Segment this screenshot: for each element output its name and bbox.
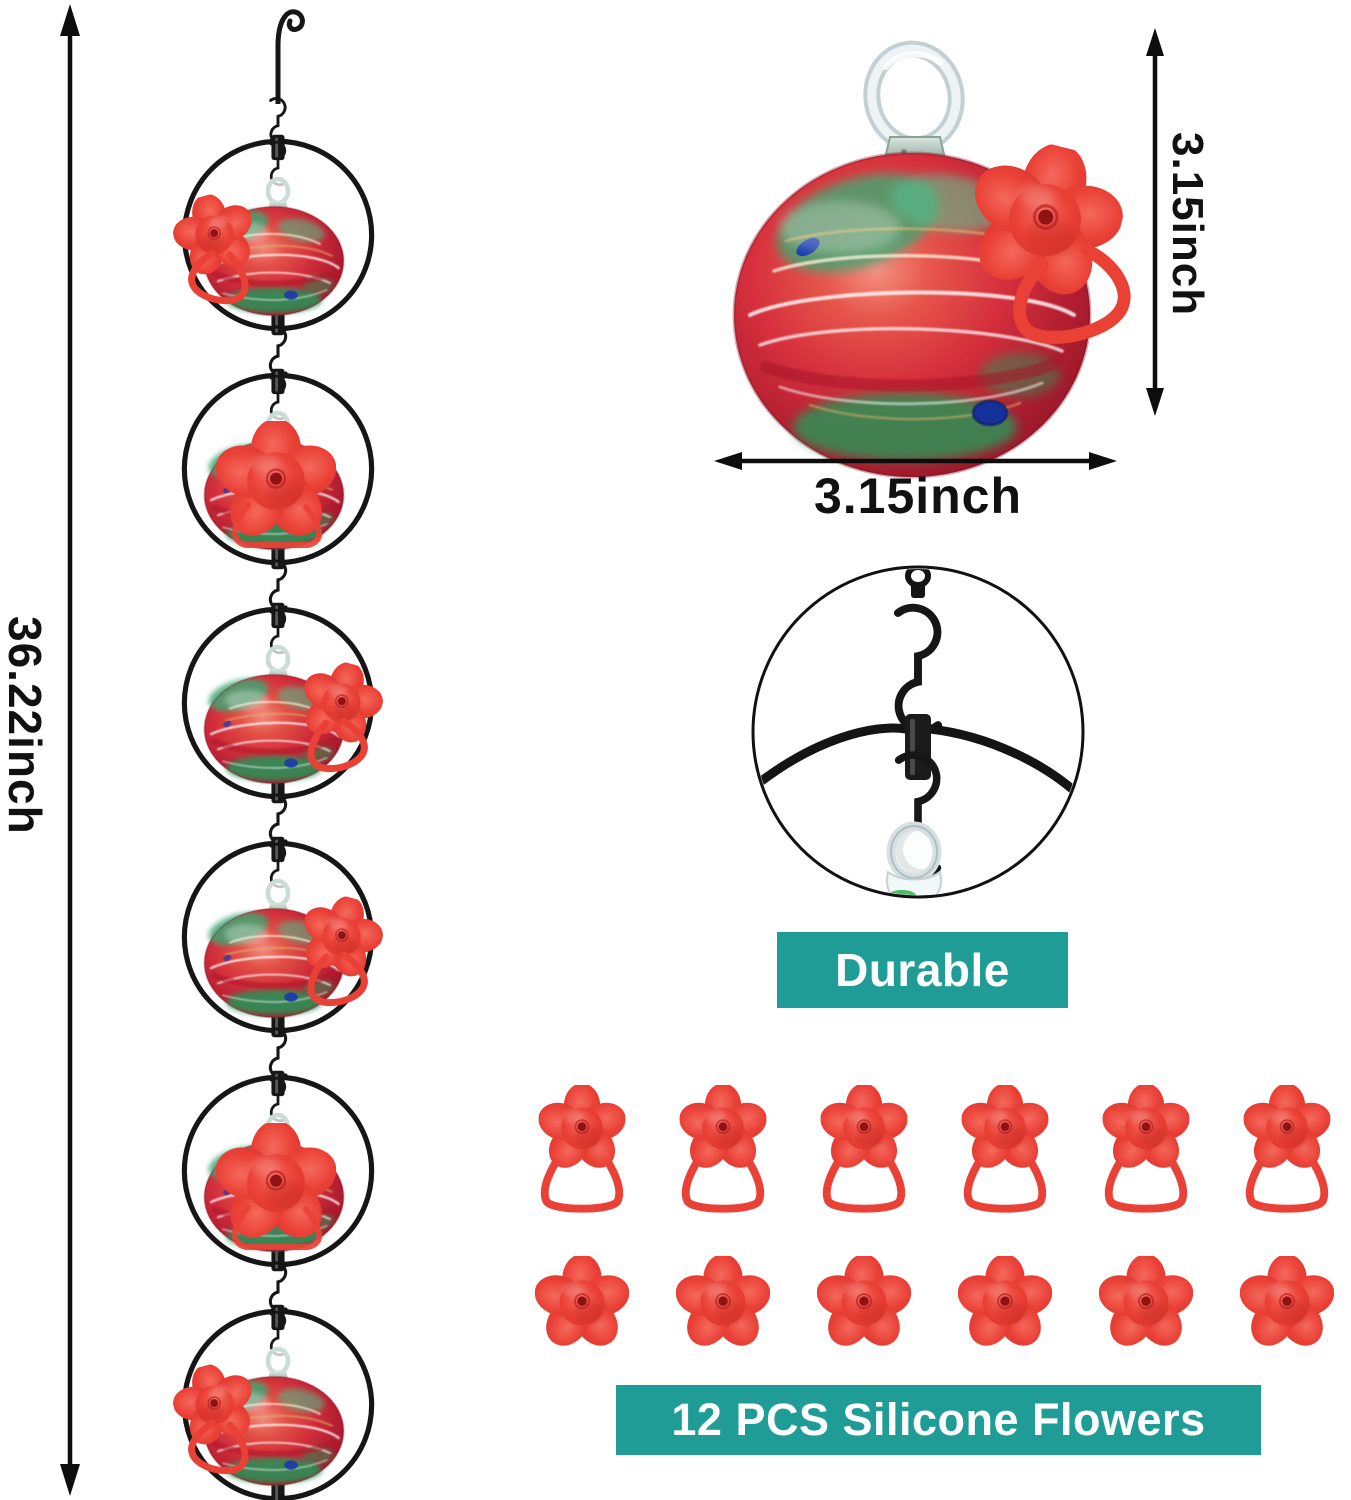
glass-loop (265, 644, 291, 674)
silicone-flower-with-loop (1093, 1085, 1199, 1223)
silicone-flower (535, 1256, 629, 1350)
silicone-flower-with-loop (952, 1085, 1058, 1223)
feeding-port (287, 885, 395, 1007)
ring-arc-left (755, 723, 911, 795)
ring-sleeve (905, 714, 931, 780)
ball-height-label: 3.15inch (1163, 131, 1212, 317)
feeding-port (287, 651, 395, 773)
hook-detail-inset (751, 565, 1085, 899)
glass-loop (265, 878, 291, 908)
silicone-flower-with-loop (529, 1085, 635, 1223)
feeding-port (161, 1353, 269, 1475)
ball-width-dimension-arrow (714, 452, 1117, 470)
silicone-flower (817, 1256, 911, 1350)
feeder-unit (161, 1305, 372, 1500)
glass-loop (265, 1346, 291, 1376)
durable-badge: Durable (777, 932, 1068, 1008)
feeder-unit (184, 603, 395, 845)
silicone-flower (958, 1256, 1052, 1350)
silicone-flower-with-loop (1234, 1085, 1340, 1223)
port-loop (232, 502, 322, 548)
hanger-hook-icon (278, 12, 302, 104)
feeding-port (161, 183, 269, 305)
silicone-flower (1099, 1256, 1193, 1350)
feeder-unit (184, 369, 371, 611)
chain-height-label: 36.22inch (0, 615, 51, 835)
feeder-chain (128, 0, 428, 1500)
silicone-flower (1240, 1256, 1334, 1350)
feeder-unit (184, 837, 395, 1079)
port-loop (232, 1204, 322, 1250)
glass-loop (265, 176, 291, 206)
glass-hanging-loop (863, 40, 965, 154)
silicone-flower-with-loop (811, 1085, 917, 1223)
ball-width-label: 3.15inch (813, 468, 1023, 524)
feeding-port (944, 124, 1140, 344)
feeder-ball-closeup (732, 40, 1140, 479)
ball-height-dimension-arrow (1146, 28, 1164, 416)
silicone-flower-with-loop (670, 1085, 776, 1223)
feeder-unit (161, 135, 372, 377)
feeder-unit (184, 1071, 371, 1313)
silicone-flower (676, 1256, 770, 1350)
chain-height-dimension-arrow (60, 4, 80, 1496)
flower-count-badge: 12 PCS Silicone Flowers (616, 1385, 1261, 1455)
